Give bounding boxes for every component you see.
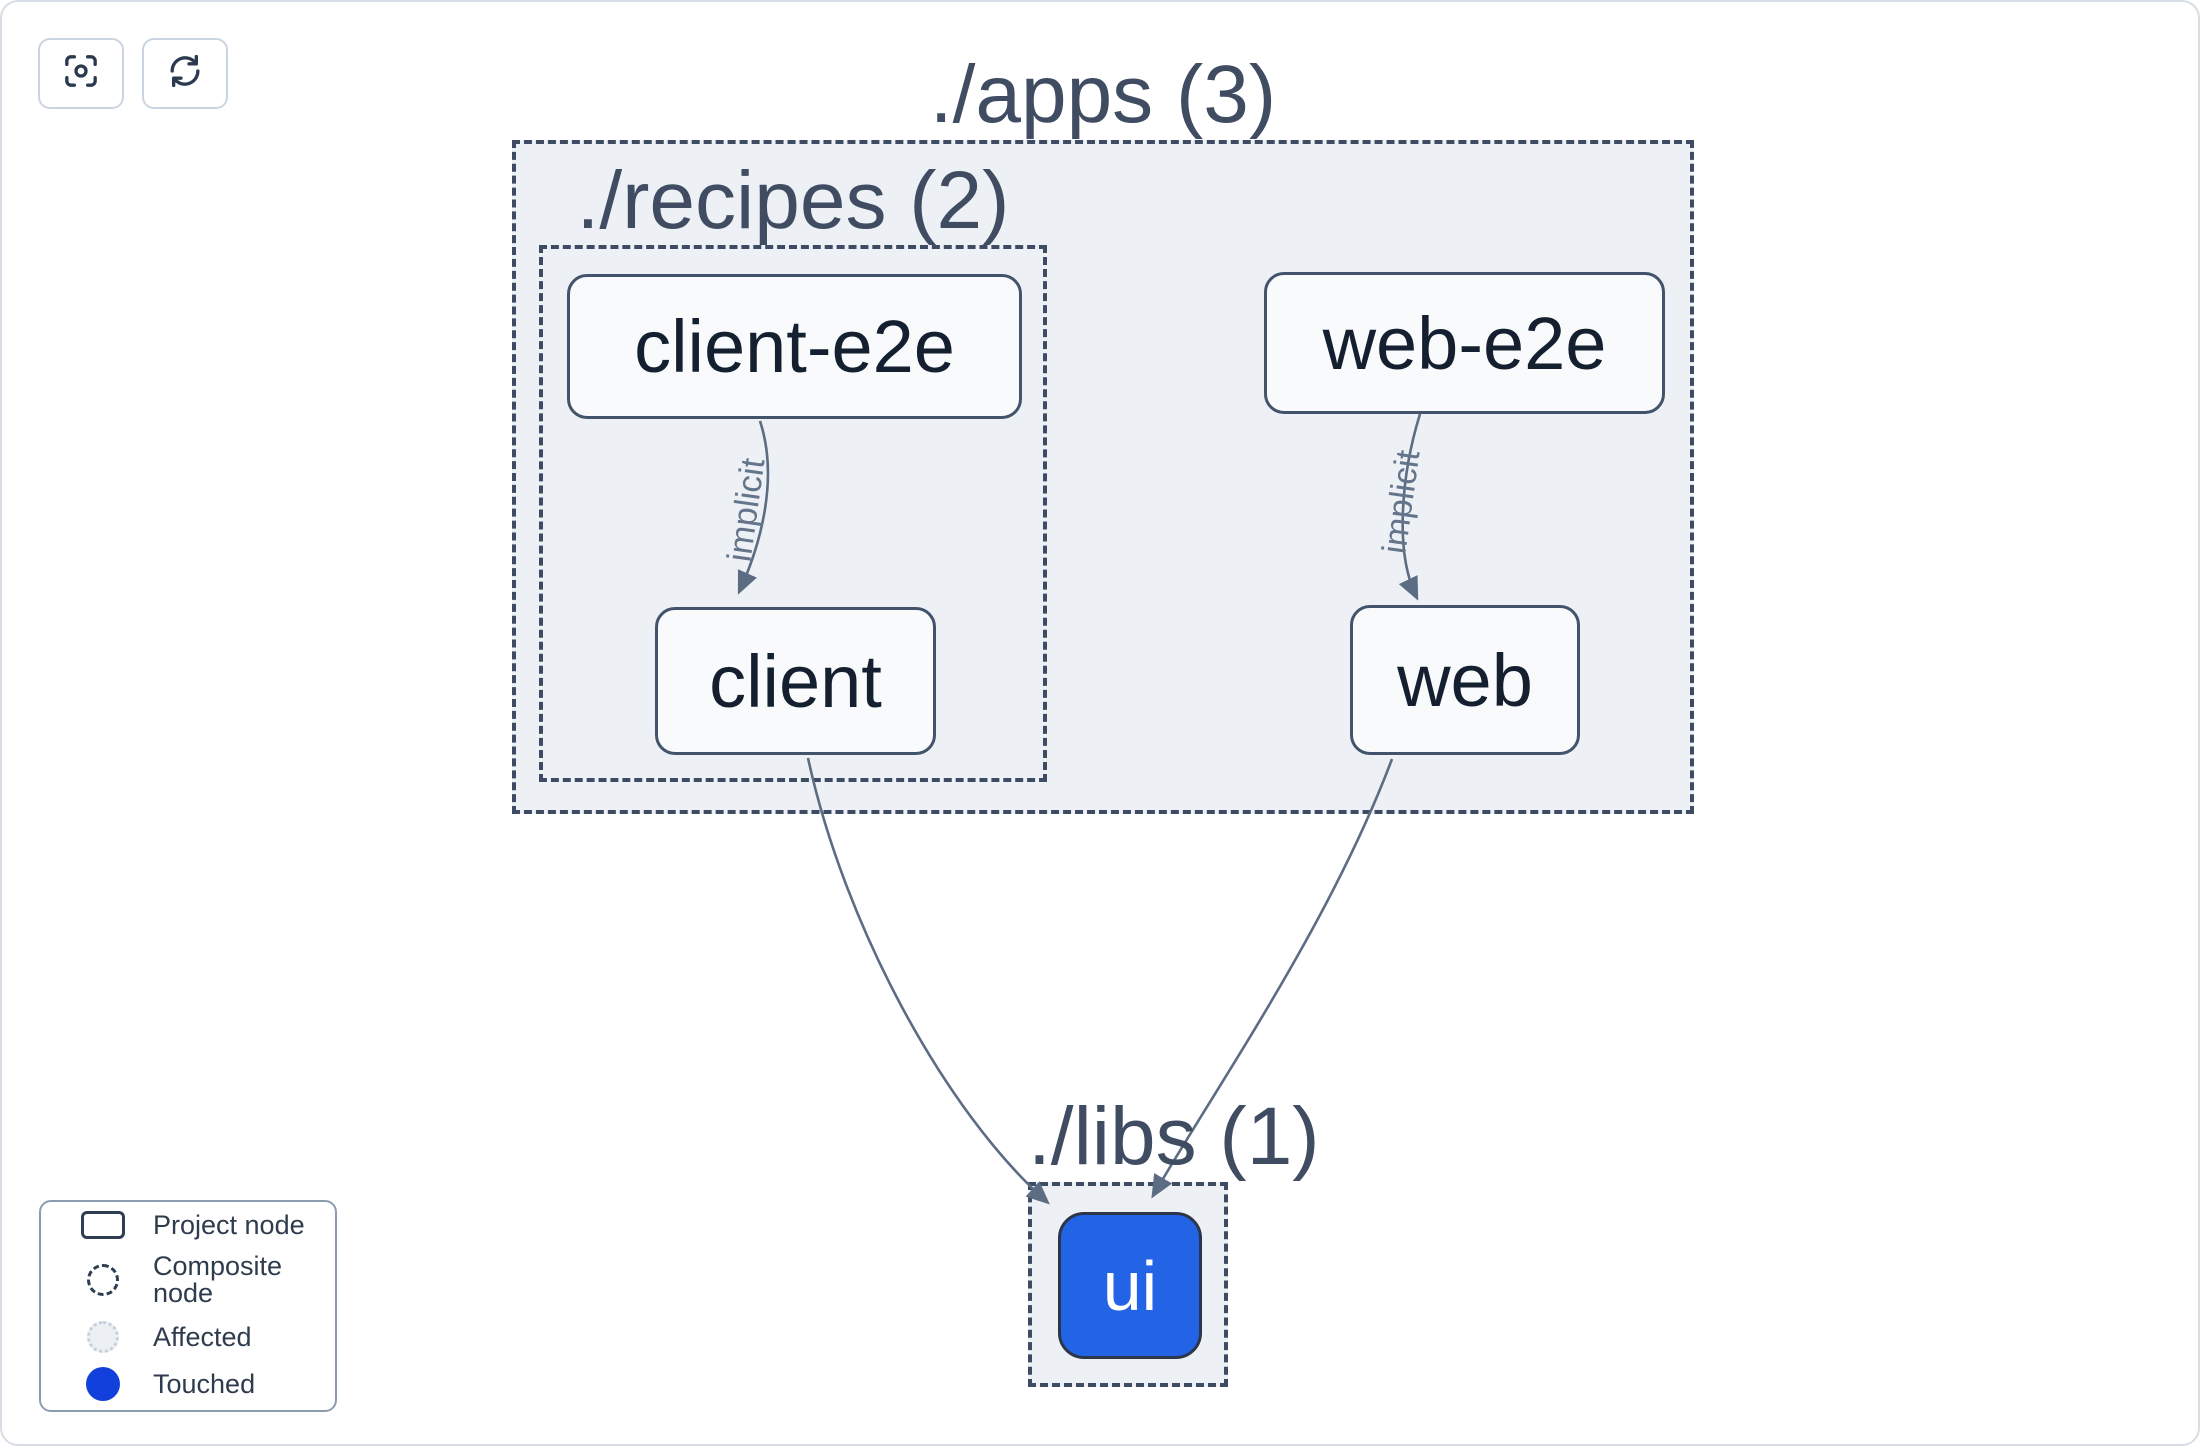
legend-item-composite-node: Composite node — [41, 1253, 335, 1307]
edge-web-to-ui — [1151, 758, 1394, 1199]
project-node-client-e2e[interactable]: client-e2e — [567, 274, 1022, 419]
node-label: client — [709, 639, 882, 723]
composite-node-swatch — [79, 1264, 127, 1296]
focus-reset-button[interactable] — [38, 38, 124, 109]
graph-legend: Project node Composite node Affected Tou… — [39, 1200, 337, 1412]
node-label: web — [1397, 638, 1533, 722]
graph-toolbar — [38, 38, 228, 109]
legend-label: Touched — [153, 1368, 256, 1399]
legend-label: Affected — [153, 1321, 252, 1352]
legend-item-touched: Touched — [41, 1367, 335, 1401]
affected-swatch — [79, 1321, 127, 1353]
project-node-web[interactable]: web — [1350, 605, 1580, 755]
legend-label: Composite node — [153, 1251, 283, 1308]
edge-client-e2e-to-client — [737, 420, 770, 595]
node-label: ui — [1102, 1246, 1158, 1325]
project-node-swatch — [79, 1211, 127, 1239]
project-node-ui[interactable]: ui — [1058, 1212, 1202, 1359]
node-label: client-e2e — [634, 305, 955, 388]
refresh-icon — [165, 51, 205, 96]
refresh-button[interactable] — [142, 38, 228, 109]
legend-item-project-node: Project node — [41, 1211, 335, 1239]
crosshair-focus-icon — [61, 51, 101, 96]
touched-swatch — [79, 1367, 127, 1401]
legend-label: Project node — [153, 1209, 305, 1240]
edge-client-to-ui — [806, 757, 1050, 1205]
edge-web-e2e-to-web — [1398, 413, 1422, 601]
project-node-client[interactable]: client — [655, 607, 936, 755]
legend-item-affected: Affected — [41, 1321, 335, 1353]
node-label: web-e2e — [1322, 301, 1607, 385]
project-node-web-e2e[interactable]: web-e2e — [1264, 272, 1665, 414]
